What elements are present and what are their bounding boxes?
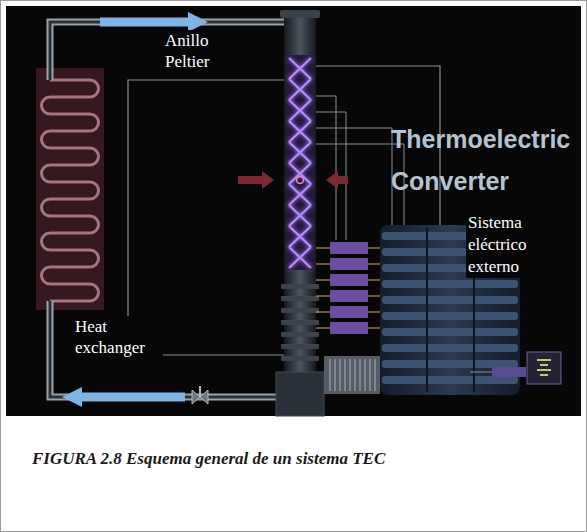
heat-sink-fin [339, 359, 341, 391]
frame-wire [128, 80, 284, 355]
module-wire [368, 248, 382, 249]
thermoelectric-module [330, 242, 368, 254]
coil-band [382, 280, 518, 288]
heat-sink-fin [344, 359, 346, 391]
thermoelectric-modules [316, 242, 382, 334]
heat-sink [324, 356, 380, 394]
hot-pipe-core [50, 22, 300, 80]
coil-seam [426, 228, 428, 392]
panel-title: Thermoelectric Converter [389, 118, 583, 202]
pointer-arrow [326, 171, 348, 189]
battery-connector [492, 367, 526, 377]
thermoelectric-module [330, 322, 368, 334]
thermoelectric-module [330, 306, 368, 318]
heat-sink-fin [374, 359, 376, 391]
coil-band [382, 296, 518, 304]
battery-cell [540, 364, 548, 366]
heat-sink-fin [369, 359, 371, 391]
module-wire [368, 264, 382, 265]
part-label: Heat exchanger [73, 316, 163, 358]
column-base [276, 372, 324, 416]
column-rib [281, 332, 319, 337]
column-cap [280, 10, 320, 18]
coil-band [382, 312, 518, 320]
peltier-ring-core [287, 55, 313, 270]
heat-sink-fin [364, 359, 366, 391]
cold-pipe [50, 301, 290, 397]
column-rib [281, 344, 319, 349]
battery-box [527, 352, 561, 384]
valve-stem [199, 386, 201, 397]
dark-panel [6, 6, 581, 416]
coil-band [382, 360, 518, 368]
module-wire [316, 264, 330, 265]
coil-band [382, 344, 518, 352]
thermoelectric-module [330, 290, 368, 302]
signal-wire [316, 144, 404, 225]
column-rib [281, 320, 319, 325]
pointer-arrow [238, 171, 274, 189]
ring-marker [297, 177, 304, 184]
battery-wire [470, 372, 492, 373]
part-label: Sistema eléctrico externo [466, 212, 548, 278]
column-ribs [281, 284, 319, 361]
module-wire [316, 328, 330, 329]
column-rib [281, 296, 319, 301]
module-wire [316, 280, 330, 281]
thermoelectric-module [330, 258, 368, 270]
heat-sink-fin [334, 359, 336, 391]
signal-wire [316, 96, 336, 240]
column-rib [281, 308, 319, 313]
coil-band [382, 328, 518, 336]
coil-band [382, 376, 518, 384]
heat-exchanger-coil [42, 80, 99, 301]
reactor-column [284, 12, 316, 382]
column-rib [281, 356, 319, 361]
battery-cell [540, 374, 548, 376]
hot-pipe [50, 22, 300, 80]
thermoelectric-module [330, 274, 368, 286]
heat-sink-fin [349, 359, 351, 391]
module-wire [368, 328, 382, 329]
module-wire [316, 296, 330, 297]
heat-sink-fin [359, 359, 361, 391]
battery-cell [537, 359, 551, 361]
module-wire [368, 280, 382, 281]
module-wire [316, 248, 330, 249]
heat-sink-fin [329, 359, 331, 391]
heat-sink-fin [354, 359, 356, 391]
flow-arrow-shaft [100, 18, 190, 27]
figure-caption: FIGURA 2.8 Esquema general de un sistema… [30, 448, 387, 470]
flow-arrow-shaft [80, 393, 185, 402]
part-label: Anillo Peltier [163, 30, 241, 72]
module-wire [368, 312, 382, 313]
heat-sink-fins [330, 359, 375, 391]
module-wire [368, 296, 382, 297]
cold-pipe-core [50, 301, 290, 397]
flow-arrow-head [62, 387, 82, 407]
column-rib [281, 284, 319, 289]
flow-arrow-head [188, 12, 208, 32]
battery-cell [537, 369, 551, 371]
heat-exchanger-panel [36, 68, 104, 310]
module-wire [316, 312, 330, 313]
peltier-ring-glow [289, 58, 311, 268]
signal-wire [316, 128, 392, 225]
